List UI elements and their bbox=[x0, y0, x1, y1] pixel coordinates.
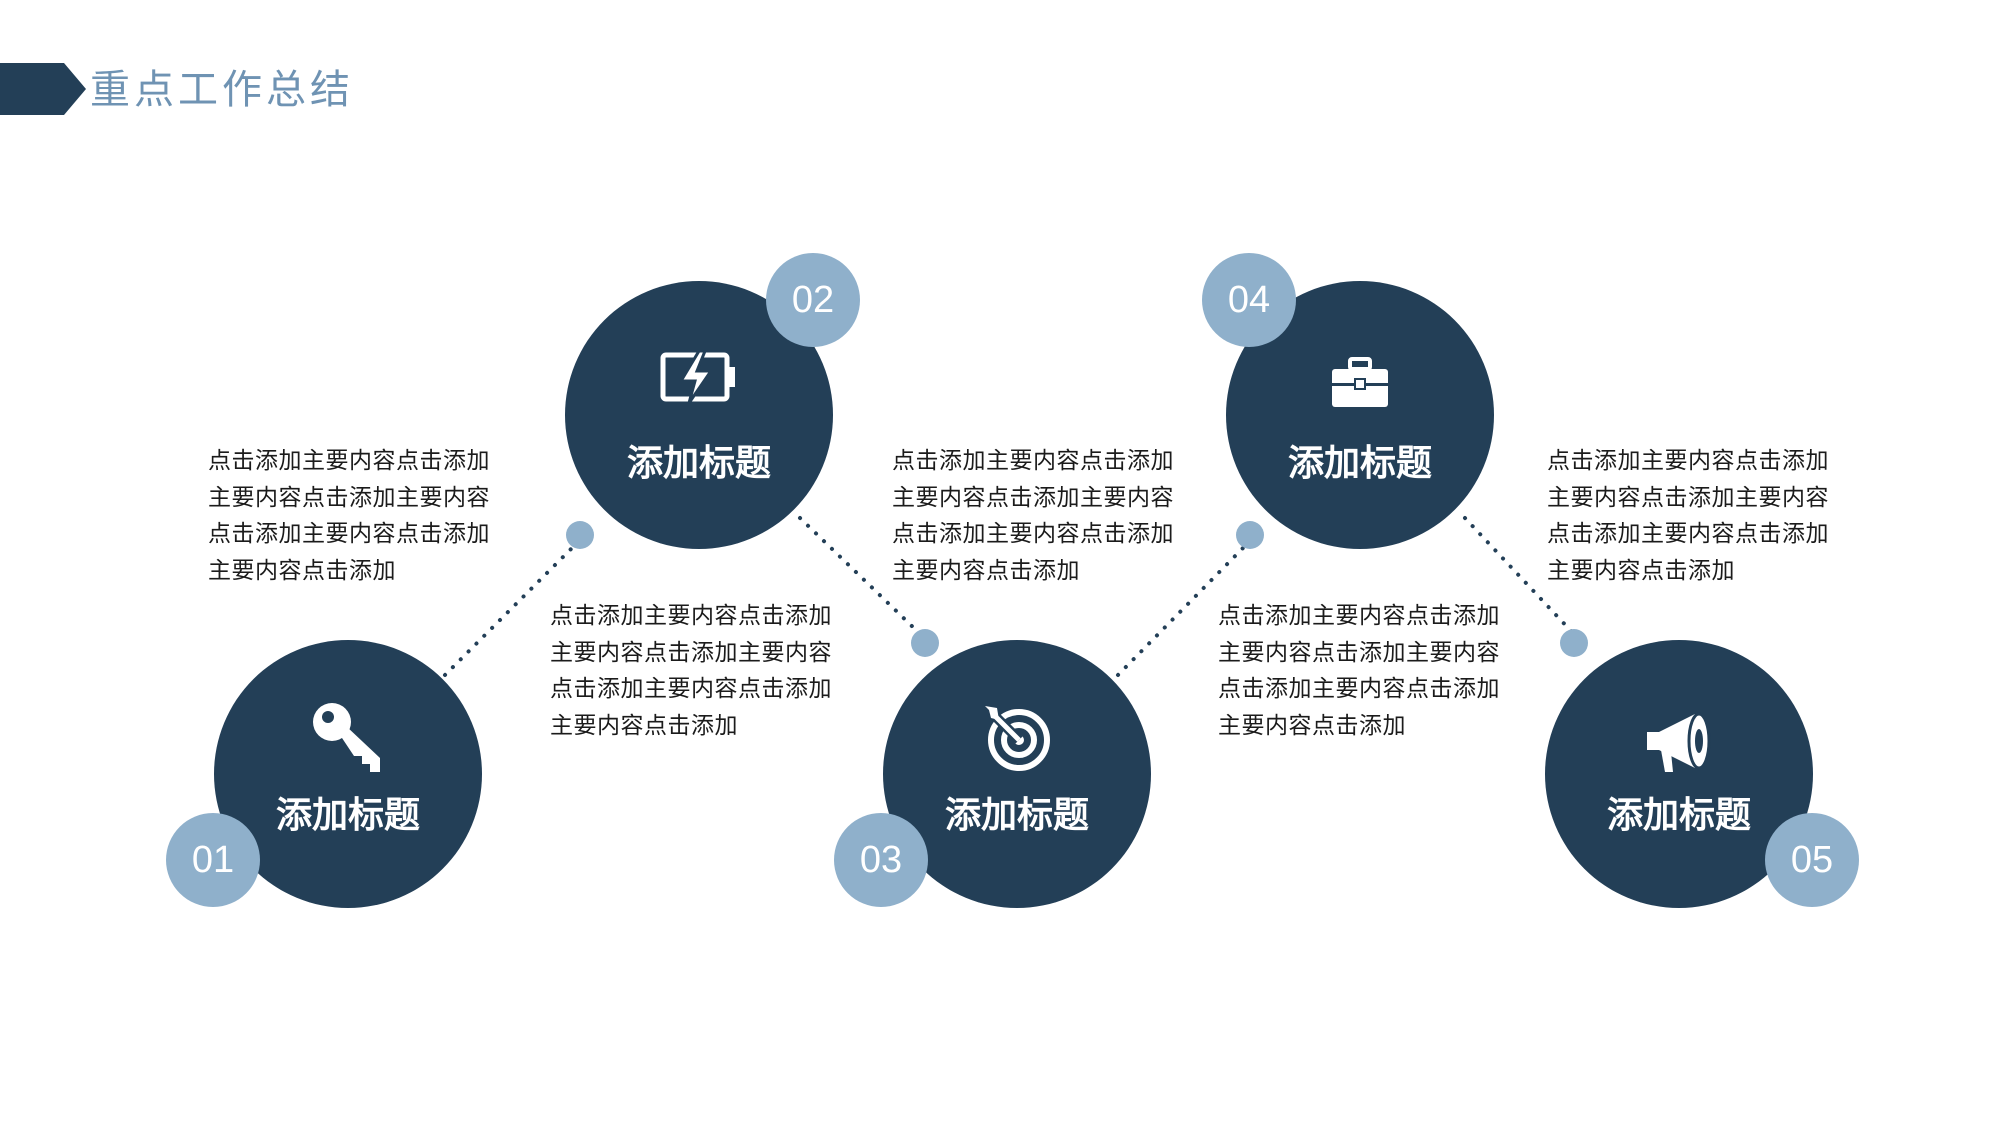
step-number-02: 02 bbox=[766, 253, 860, 347]
step-title-02: 添加标题 bbox=[626, 443, 771, 484]
connector-dot bbox=[1560, 629, 1588, 657]
key-icon bbox=[313, 703, 380, 772]
connector-dot bbox=[911, 629, 939, 657]
briefcase-icon bbox=[1332, 357, 1388, 407]
connector-dot bbox=[566, 521, 594, 549]
step-desc-04: 点击添加主要内容点击添加主要内容点击添加主要内容点击添加主要内容点击添加主要内容… bbox=[1218, 603, 1500, 739]
step-number-04: 04 bbox=[1202, 253, 1296, 347]
step-desc-05: 点击添加主要内容点击添加主要内容点击添加主要内容点击添加主要内容点击添加主要内容… bbox=[1547, 448, 1829, 584]
step-desc-01: 点击添加主要内容点击添加主要内容点击添加主要内容点击添加主要内容点击添加主要内容… bbox=[208, 448, 490, 584]
step-desc-02: 点击添加主要内容点击添加主要内容点击添加主要内容点击添加主要内容点击添加主要内容… bbox=[550, 603, 832, 739]
step-title-04: 添加标题 bbox=[1287, 443, 1432, 484]
target-icon bbox=[985, 706, 1050, 771]
step-desc-03: 点击添加主要内容点击添加主要内容点击添加主要内容点击添加主要内容点击添加主要内容… bbox=[892, 448, 1174, 584]
step-title-01: 添加标题 bbox=[275, 795, 420, 836]
step-title-05: 添加标题 bbox=[1606, 795, 1751, 836]
step-number-01: 01 bbox=[166, 813, 260, 907]
megaphone-icon bbox=[1647, 712, 1711, 772]
page-title: 重点工作总结 bbox=[90, 67, 354, 113]
connector-dot bbox=[1236, 521, 1264, 549]
step-number-03: 03 bbox=[834, 813, 928, 907]
header-tab-shape bbox=[0, 63, 86, 115]
step-number-05: 05 bbox=[1765, 813, 1859, 907]
battery-charging-icon bbox=[660, 349, 735, 404]
step-title-03: 添加标题 bbox=[944, 795, 1089, 836]
